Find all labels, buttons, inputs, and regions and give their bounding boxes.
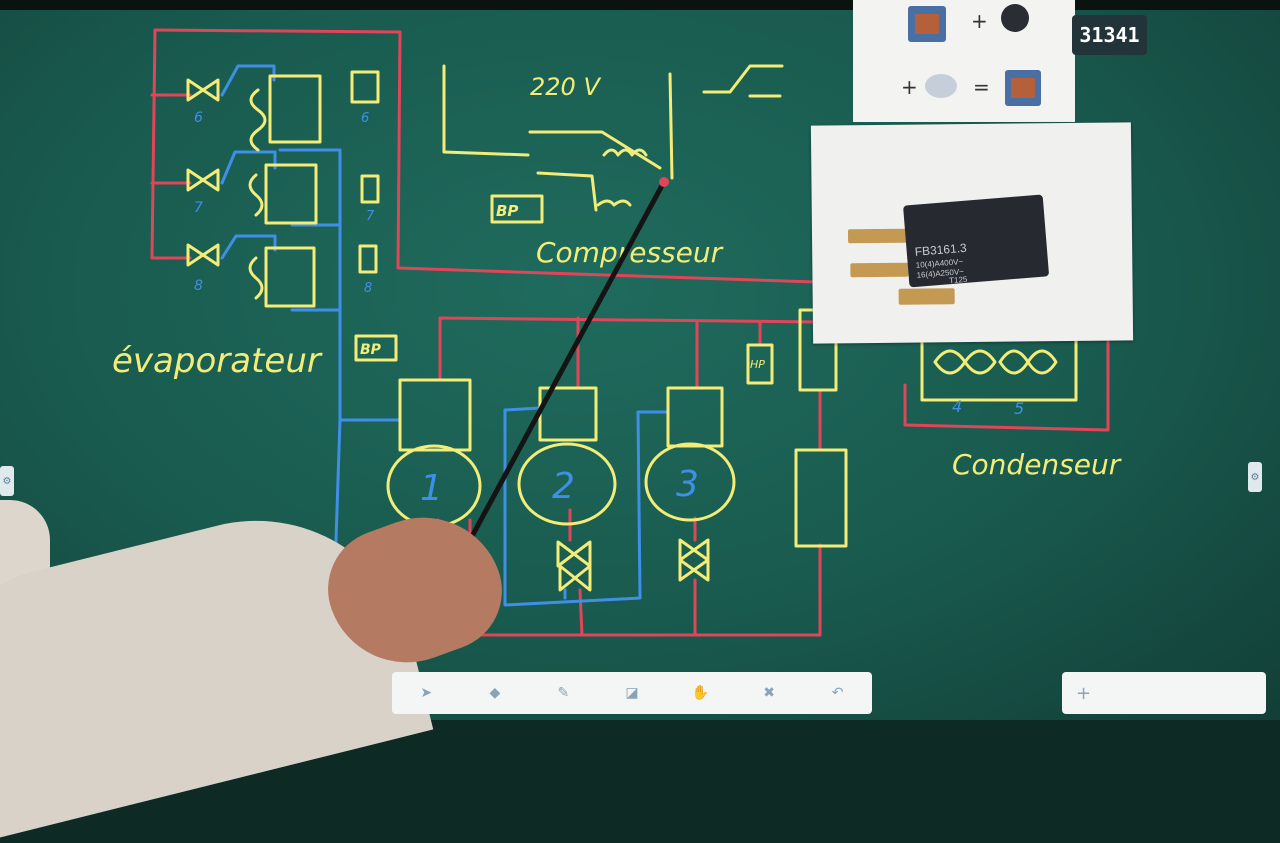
- bp-label-top: BP: [496, 202, 518, 220]
- highlighter-icon[interactable]: ✎: [557, 685, 570, 701]
- page-toolbar: +: [1062, 672, 1266, 714]
- left-panel-handle[interactable]: ⚙: [0, 466, 14, 496]
- whiteboard-toolbar: ➤ ◆ ✎ ◪ ✋ ✖ ↶: [392, 672, 872, 714]
- object-counter: 31341: [1072, 15, 1147, 55]
- evap-number-6: 6: [194, 110, 203, 126]
- hand-icon[interactable]: ✋: [691, 685, 710, 701]
- component-sum-image: + + =: [853, 0, 1075, 122]
- shape-icon[interactable]: ◪: [625, 685, 639, 701]
- equals-sign: =: [973, 75, 990, 99]
- yellow-circuit: [186, 64, 1078, 592]
- condenser-number-5: 5: [1014, 399, 1024, 418]
- screen-bezel: [0, 0, 1280, 10]
- plus-sign-1: +: [971, 9, 988, 33]
- hp-label: HP: [750, 358, 765, 371]
- undo-icon[interactable]: ↶: [831, 685, 844, 701]
- voltage-label: 220 V: [530, 73, 601, 101]
- evap-number-7: 7: [194, 200, 203, 216]
- box-number-8: 8: [364, 281, 372, 296]
- red-circuit: [150, 28, 1110, 637]
- blue-circuit: [220, 64, 670, 607]
- plus-sign-2: +: [901, 75, 918, 99]
- pen-icon[interactable]: ◆: [489, 685, 501, 701]
- evaporateur-label: évaporateur: [112, 341, 323, 381]
- right-panel-handle[interactable]: ⚙: [1248, 462, 1262, 492]
- compressor-number-1: 1: [420, 468, 443, 509]
- add-page-button[interactable]: +: [1076, 682, 1092, 704]
- compressor-number-3: 3: [676, 464, 699, 505]
- condenser-number-4: 4: [952, 397, 962, 416]
- box-number-7: 7: [366, 209, 375, 224]
- compressor-number-2: 2: [552, 466, 575, 507]
- pointer-stick: [467, 177, 669, 543]
- condenseur-label: Condenseur: [952, 448, 1122, 481]
- bp-label-mid: BP: [360, 342, 382, 358]
- box-number-6: 6: [361, 111, 369, 126]
- select-icon[interactable]: ➤: [420, 685, 433, 701]
- evap-number-8: 8: [194, 278, 203, 294]
- eraser-icon[interactable]: ✖: [763, 685, 775, 701]
